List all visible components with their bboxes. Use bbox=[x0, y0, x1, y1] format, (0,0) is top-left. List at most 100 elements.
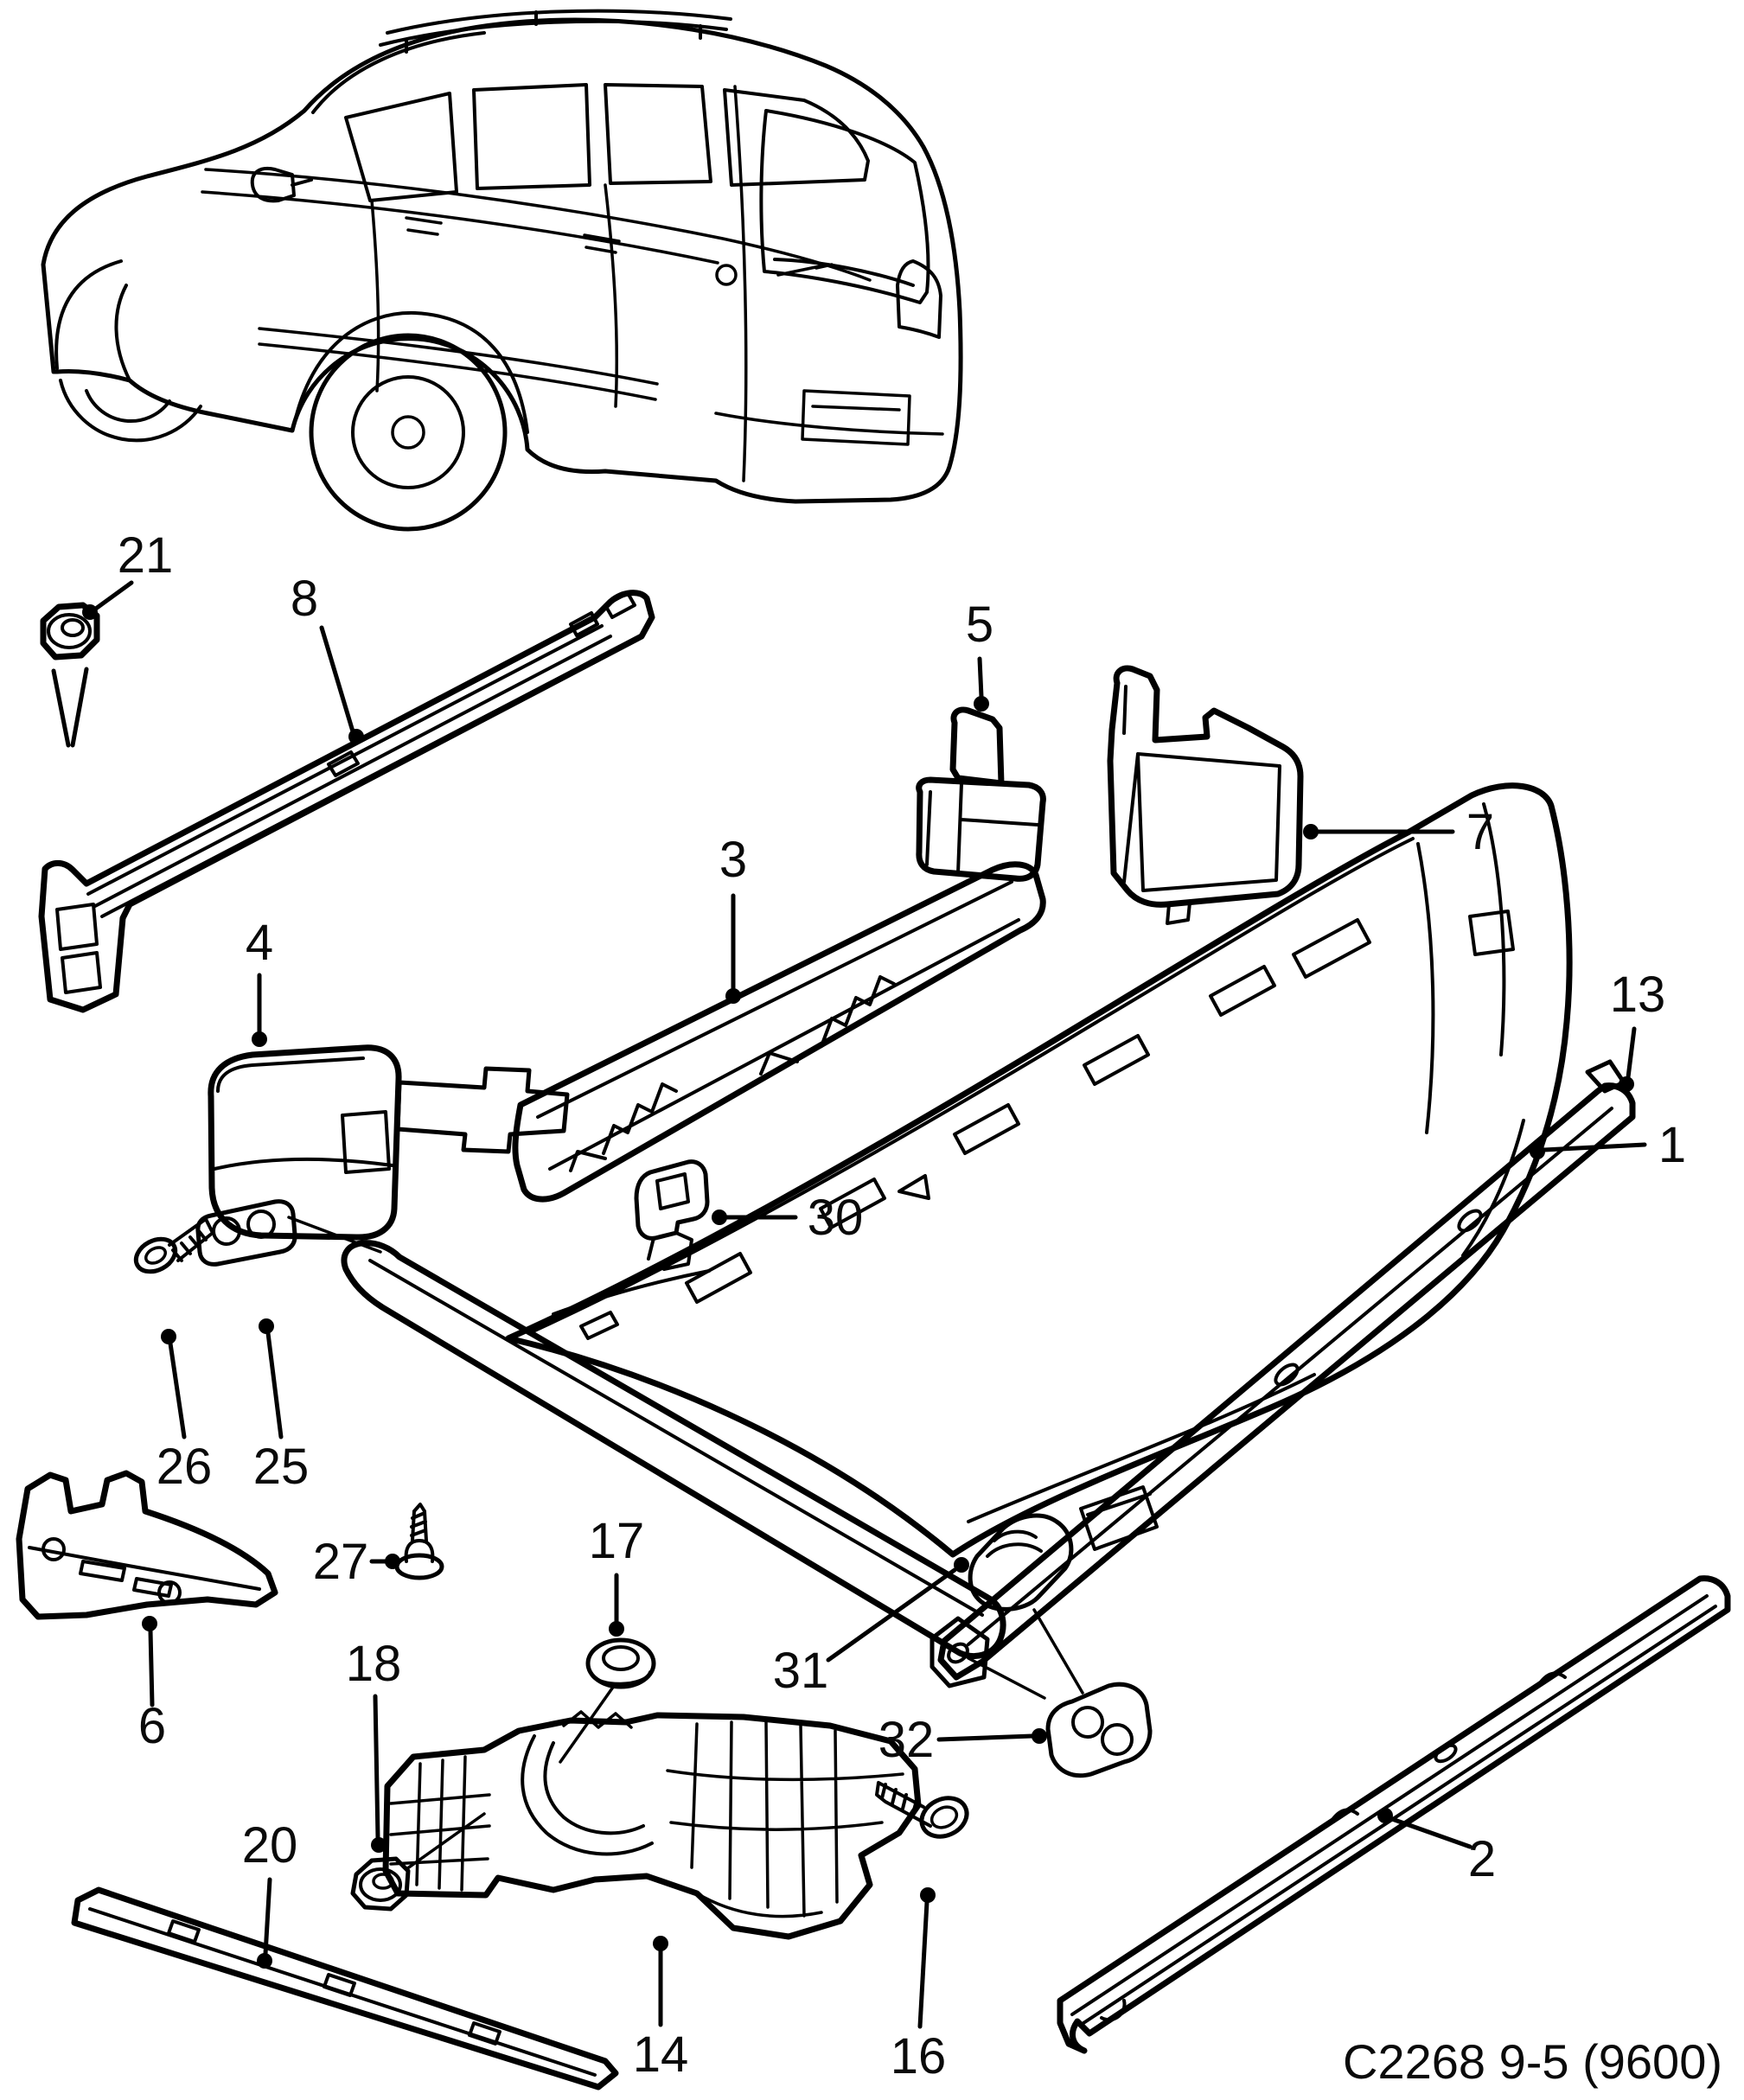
part-7-outline bbox=[1107, 665, 1304, 908]
part-16-head bbox=[919, 1796, 969, 1839]
callout-6-leader bbox=[148, 1628, 155, 1707]
part-21-nut-bore bbox=[61, 618, 85, 637]
part-13-hole-2 bbox=[1274, 1363, 1300, 1387]
part-17-skirt bbox=[590, 1670, 652, 1686]
taillight bbox=[896, 259, 942, 339]
part-32-barrel-right bbox=[1101, 1723, 1134, 1756]
roof-rails bbox=[379, 9, 732, 54]
callout-17-label[interactable]: 17 bbox=[589, 1513, 645, 1569]
windshield-a-pillar bbox=[311, 31, 486, 114]
callout-5-label[interactable]: 5 bbox=[966, 597, 993, 653]
callout-26-label[interactable]: 26 bbox=[157, 1439, 213, 1495]
part-21-nut-flange bbox=[47, 613, 92, 649]
part-16-threads bbox=[875, 1781, 932, 1828]
part-3-energy-absorber bbox=[512, 861, 1046, 1203]
callout-31: 31 bbox=[773, 1557, 969, 1699]
door-handles bbox=[405, 216, 621, 254]
callout-3-label[interactable]: 3 bbox=[719, 832, 747, 888]
part-4-side-bracket bbox=[208, 1044, 570, 1241]
part-6-bracket-plate bbox=[16, 1470, 278, 1620]
part-1-slots bbox=[579, 918, 1371, 1340]
part-14-saddle bbox=[521, 1734, 654, 1856]
part-8-mounting-tabs bbox=[327, 591, 636, 777]
callout-21-label[interactable]: 21 bbox=[118, 527, 174, 584]
fuel-cap bbox=[715, 264, 738, 286]
callout-2-label[interactable]: 2 bbox=[1468, 1831, 1496, 1887]
part-8-face-lines bbox=[86, 624, 621, 918]
callout-7: 7 bbox=[1303, 804, 1494, 860]
callout-14: 14 bbox=[633, 1936, 689, 2083]
part-2-hole bbox=[1434, 1743, 1458, 1764]
callout-20-label[interactable]: 20 bbox=[242, 1817, 298, 1873]
callout-25-leader bbox=[265, 1331, 284, 1439]
callout-2-dot bbox=[1377, 1808, 1393, 1823]
callout-14-dot bbox=[653, 1936, 668, 1951]
callout-8: 8 bbox=[291, 571, 364, 744]
part-1-right-section-lines bbox=[552, 802, 1525, 1523]
callout-2: 2 bbox=[1377, 1808, 1496, 1887]
callout-4-label[interactable]: 4 bbox=[246, 915, 273, 971]
callout-13: 13 bbox=[1610, 967, 1666, 1092]
part-14-left-ribs bbox=[389, 1755, 491, 1892]
part-17-inner bbox=[602, 1645, 640, 1671]
callout-16-label[interactable]: 16 bbox=[891, 2028, 947, 2084]
callout-25-label[interactable]: 25 bbox=[253, 1439, 310, 1495]
part-2-end-notch bbox=[1100, 1999, 1127, 2022]
callout-6-label[interactable]: 6 bbox=[138, 1698, 166, 1754]
callout-13-label[interactable]: 13 bbox=[1610, 967, 1666, 1023]
door-mirror bbox=[250, 167, 313, 203]
callout-18-label[interactable]: 18 bbox=[346, 1636, 402, 1692]
callout-14-label[interactable]: 14 bbox=[633, 2027, 689, 2083]
callout-1-leader bbox=[1542, 1142, 1647, 1152]
callout-21: 21 bbox=[82, 527, 173, 620]
part-18-nut-flange bbox=[359, 1867, 402, 1902]
side-windows bbox=[344, 83, 870, 202]
part-5-guide-bracket bbox=[916, 706, 1046, 882]
callout-30: 30 bbox=[712, 1190, 863, 1246]
part-1-cover-face bbox=[505, 782, 1573, 1558]
callout-21-dot bbox=[82, 604, 98, 620]
callout-1: 1 bbox=[1530, 1117, 1686, 1173]
callout-1-dot bbox=[1530, 1144, 1545, 1159]
callout-30-label[interactable]: 30 bbox=[808, 1190, 864, 1246]
callout-1-label[interactable]: 1 bbox=[1658, 1117, 1686, 1173]
part-27-flange bbox=[394, 1553, 444, 1580]
part-16-bolt bbox=[875, 1781, 969, 1839]
callout-13-leader bbox=[1626, 1026, 1637, 1080]
part-6-hole-1 bbox=[42, 1537, 66, 1561]
callout-31-label[interactable]: 31 bbox=[773, 1643, 829, 1699]
part-13-hole-1 bbox=[1457, 1209, 1483, 1233]
front-wheel-arch bbox=[54, 259, 202, 443]
part-30-outline bbox=[634, 1159, 710, 1241]
callout-16-leader bbox=[917, 1899, 929, 2029]
part-1-corner-wedge-line bbox=[368, 1259, 984, 1617]
callout-13-dot bbox=[1619, 1076, 1634, 1092]
callout-26-leader bbox=[168, 1341, 187, 1439]
callout-32-label[interactable]: 32 bbox=[878, 1712, 935, 1768]
callouts: 21 8 4 3 5 7 1 bbox=[82, 527, 1686, 2084]
part-2-outline bbox=[1057, 1575, 1731, 2054]
callout-6: 6 bbox=[138, 1616, 166, 1754]
callout-27-label[interactable]: 27 bbox=[313, 1534, 369, 1590]
callout-32: 32 bbox=[878, 1712, 1047, 1768]
part-7-guide-bracket bbox=[1107, 665, 1304, 925]
callout-20-leader bbox=[263, 1877, 272, 1956]
callout-25: 25 bbox=[253, 1318, 310, 1495]
rear-wheel bbox=[292, 310, 529, 532]
callout-16: 16 bbox=[891, 1887, 947, 2084]
part-31-fitting bbox=[968, 1513, 1084, 1695]
part-1-upper-edge-line bbox=[527, 837, 1415, 1335]
part-13-end-plate-hole bbox=[947, 1642, 969, 1664]
part-5-outline bbox=[916, 706, 1046, 882]
part-8-end-slots bbox=[55, 903, 102, 994]
callout-8-leader bbox=[319, 625, 355, 734]
callout-7-label[interactable]: 7 bbox=[1466, 804, 1494, 860]
part-4-inner-lines bbox=[213, 1056, 394, 1174]
callout-27: 27 bbox=[313, 1534, 400, 1590]
vehicle-illustration bbox=[41, 9, 963, 532]
callout-31-leader bbox=[826, 1567, 957, 1663]
callout-27-dot bbox=[385, 1554, 400, 1569]
callout-8-label[interactable]: 8 bbox=[291, 571, 318, 627]
